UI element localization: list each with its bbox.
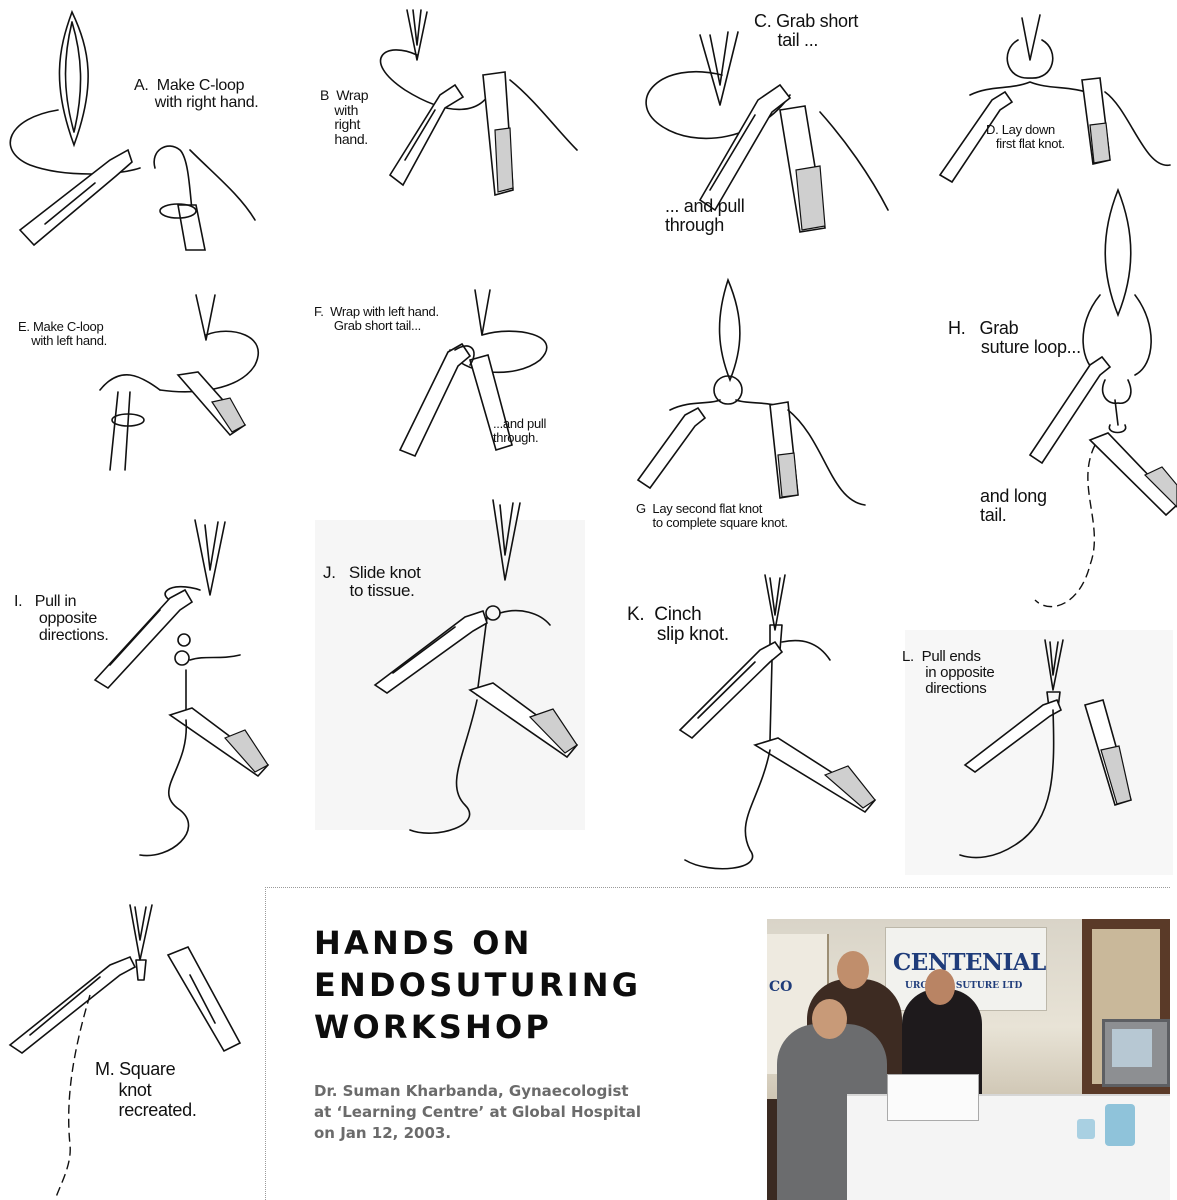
step-h-drawing: [930, 185, 1177, 625]
step-k-illustration: K. Cinch slip knot.: [620, 570, 905, 885]
step-i-caption: I. Pull in opposite directions.: [14, 594, 109, 644]
step-d-caption: D. Lay down first flat knot.: [986, 123, 1065, 150]
step-h-illustration: H. Grab suture loop... and long tail.: [930, 185, 1177, 625]
photo-banner-sub: URGICAL SUTURE LTD: [905, 981, 1022, 991]
step-g-caption: G Lay second flat knot to complete squar…: [636, 502, 788, 529]
step-i-illustration: I. Pull in opposite directions.: [0, 510, 300, 870]
step-j-caption: J. Slide knot to tissue.: [323, 564, 421, 600]
workshop-subtitle: Dr. Suman Kharbanda, Gynaecologist at ‘L…: [314, 1081, 674, 1144]
photo-person-right-face: [925, 969, 955, 1005]
photo-monitor-screen: [1112, 1029, 1152, 1067]
step-h-caption-top: H. Grab suture loop...: [948, 319, 1081, 357]
step-c-caption-bottom: ... and pull through: [665, 197, 744, 235]
step-e-illustration: E. Make C-loop with left hand.: [0, 280, 300, 480]
step-m-drawing: [0, 895, 262, 1200]
step-a-illustration: A. Make C-loop with right hand.: [0, 0, 295, 260]
step-e-caption: E. Make C-loop with left hand.: [18, 320, 107, 347]
step-a-drawing: [0, 0, 295, 260]
photo-banner-main: CENTENIAL: [893, 949, 1046, 976]
workshop-photo: CO CENTENIAL URGICAL SUTURE LTD: [767, 919, 1170, 1200]
step-a-caption: A. Make C-loop with right hand.: [134, 78, 258, 112]
photo-person-front-face: [812, 999, 847, 1039]
step-l-caption: L. Pull ends in opposite directions: [902, 649, 994, 696]
step-j-illustration: J. Slide knot to tissue.: [315, 495, 605, 845]
step-k-caption: K. Cinch slip knot.: [627, 605, 729, 645]
photo-cup: [1077, 1119, 1095, 1139]
photo-trainer-box: [887, 1074, 979, 1121]
section-divider-horizontal: [265, 887, 1170, 888]
section-divider-vertical: [265, 887, 266, 1200]
step-b-caption: B Wrap with right hand.: [320, 88, 368, 147]
step-g-illustration: G Lay second flat knot to complete squar…: [630, 270, 930, 540]
photo-person-left-face: [837, 951, 869, 989]
step-c-illustration: C. Grab short tail ... ... and pull thro…: [630, 0, 930, 260]
photo-jug: [1105, 1104, 1135, 1146]
step-j-drawing: [315, 495, 605, 845]
step-b-illustration: B Wrap with right hand.: [295, 0, 590, 260]
step-m-caption: M. Square knot recreated.: [95, 1059, 197, 1121]
step-f-caption-bottom: ...and pull through.: [493, 417, 546, 444]
photo-poster-text: CO: [769, 979, 792, 995]
step-g-drawing: [630, 270, 930, 540]
step-m-illustration: M. Square knot recreated.: [0, 895, 262, 1200]
step-e-drawing: [0, 280, 300, 480]
step-i-drawing: [0, 510, 300, 870]
step-c-caption-top: C. Grab short tail ...: [754, 12, 858, 50]
step-h-caption-bottom: and long tail.: [980, 487, 1047, 525]
workshop-title: HANDS ON ENDOSUTURING WORKSHOP: [314, 922, 734, 1048]
step-f-caption-top: F. Wrap with left hand. Grab short tail.…: [314, 305, 439, 332]
step-l-illustration: L. Pull ends in opposite directions: [905, 630, 1177, 880]
step-f-illustration: F. Wrap with left hand. Grab short tail.…: [300, 280, 600, 480]
